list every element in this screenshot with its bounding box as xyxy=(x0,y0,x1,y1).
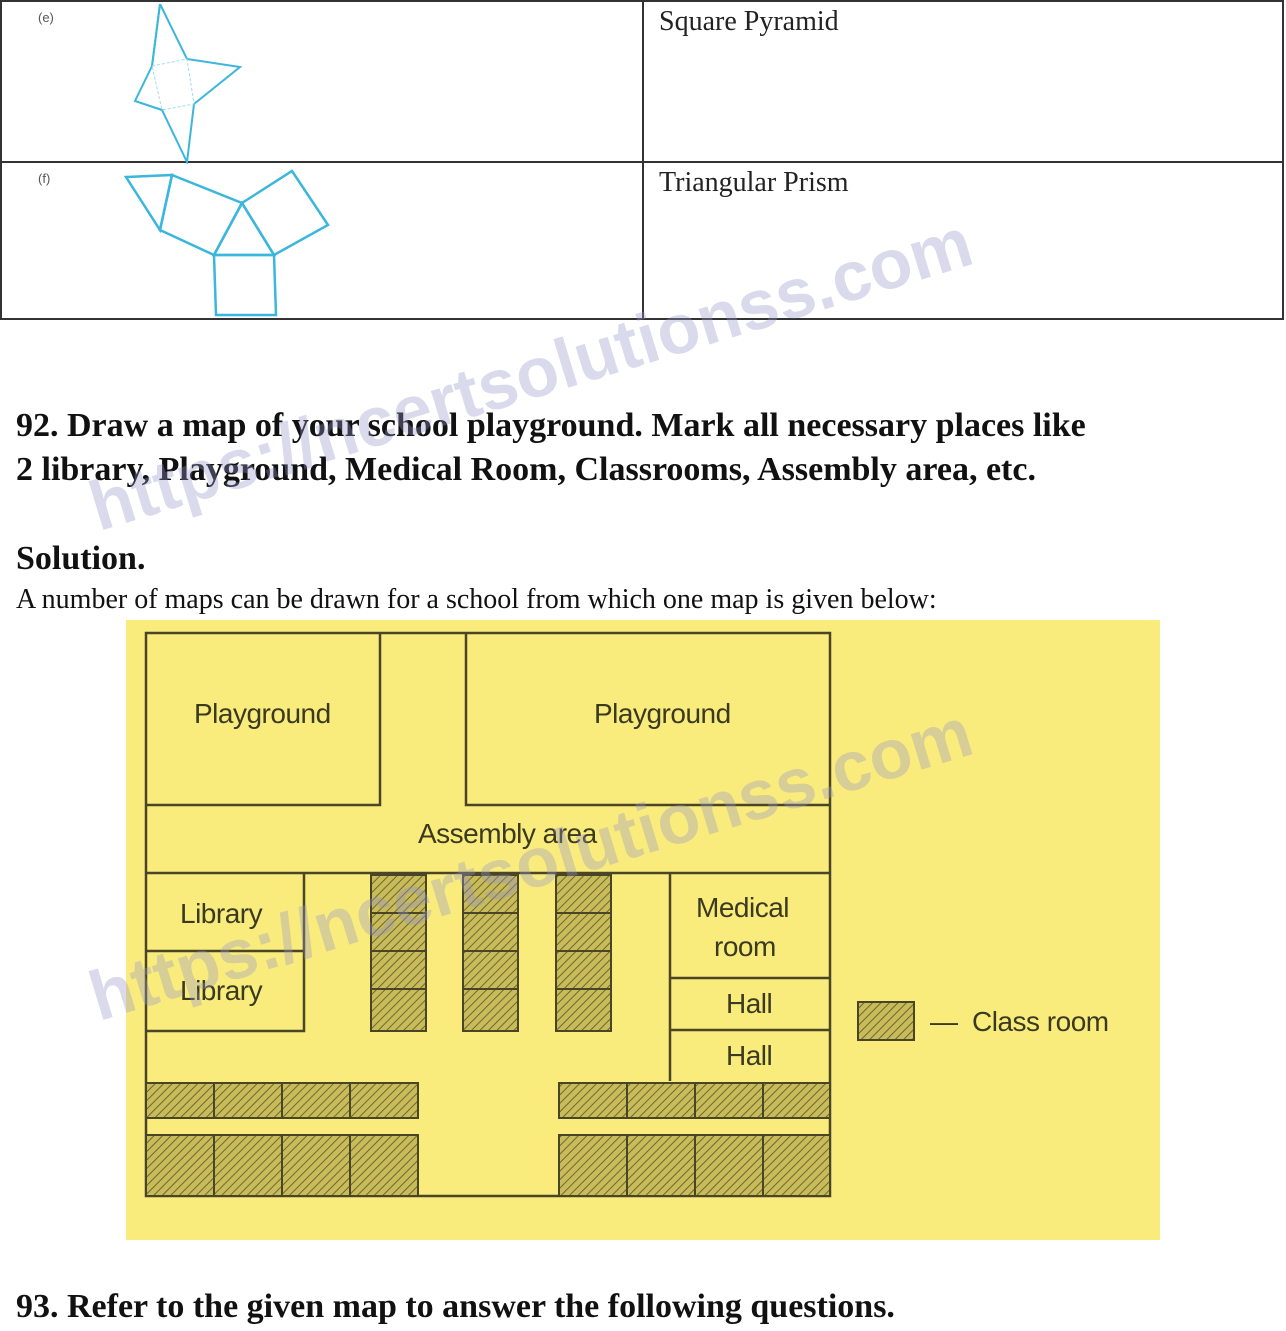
shape-name: Triangular Prism xyxy=(659,167,849,198)
playground-left-label: Playground xyxy=(194,698,331,729)
school-map: Playground Playground Assembly area Libr… xyxy=(126,620,1160,1240)
hall-2-label: Hall xyxy=(726,1040,773,1071)
legend-dash: — xyxy=(930,1006,958,1037)
legend-label: Class room xyxy=(972,1006,1109,1037)
library-2-label: Library xyxy=(180,975,263,1006)
medical-room-label-line2: room xyxy=(714,931,776,962)
library-1-label: Library xyxy=(180,898,263,929)
playground-right-label: Playground xyxy=(594,698,731,729)
table-row: (f) Triangular Prism xyxy=(0,161,1284,320)
map-drawing xyxy=(144,631,915,1198)
solution-text: A number of maps can be drawn for a scho… xyxy=(16,584,937,615)
triangular-prism-net-icon xyxy=(123,169,330,317)
row-label: (e) xyxy=(38,10,54,25)
question-92-line1: 92. Draw a map of your school playground… xyxy=(16,407,1086,444)
nets-table: (e) Square Pyramid (f) xyxy=(0,0,1284,320)
solution-heading: Solution. xyxy=(16,540,146,577)
question-93: 93. Refer to the given map to answer the… xyxy=(16,1288,895,1325)
classroom-legend-swatch xyxy=(857,1001,915,1041)
hall-1-label: Hall xyxy=(726,988,773,1019)
shape-name: Square Pyramid xyxy=(659,6,839,37)
medical-room-label-line1: Medical xyxy=(696,892,789,923)
table-row: (e) Square Pyramid xyxy=(0,0,1284,164)
assembly-area-label: Assembly area xyxy=(418,818,597,849)
question-92-line2: 2 library, Playground, Medical Room, Cla… xyxy=(16,451,1036,488)
square-pyramid-net-icon xyxy=(133,4,243,164)
row-label: (f) xyxy=(38,171,51,186)
